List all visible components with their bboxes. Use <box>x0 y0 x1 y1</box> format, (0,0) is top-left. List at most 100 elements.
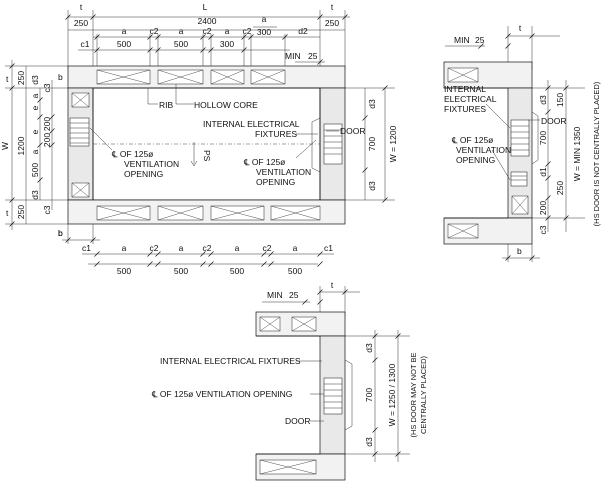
plan-b-vent-3: OPENING <box>456 155 495 165</box>
dim-c3-top: c3 <box>42 83 52 92</box>
dim-500: 500 <box>30 163 40 177</box>
dim-bottom-a-1: a <box>122 243 127 253</box>
plan-c-internal: INTERNAL ELECTRICAL FIXTURES <box>160 356 301 366</box>
dim-W: W <box>0 142 10 150</box>
plan-a-right-dimensions: d3 700 W = 1200 d3 <box>345 85 398 203</box>
plan-a-top-slab <box>67 65 346 89</box>
dim-250-top: 250 <box>16 71 26 85</box>
plan-b-vent-2: VENTILATION <box>456 145 511 155</box>
plan-b-internal-1: INTERNAL <box>444 84 486 94</box>
plan-a-vent-left <box>69 117 90 147</box>
plan-b-note: (HS DOOR IS NOT CENTRALLY PLACED) <box>592 81 601 226</box>
plan-c-W: W = 1250 / 1300 <box>387 363 397 426</box>
dim-bottom-c1-right: c1 <box>324 243 333 253</box>
plan-c-d3-bottom: d3 <box>364 437 374 447</box>
dim-a-mid: a <box>30 149 40 154</box>
plan-a-bottom-slab <box>67 199 346 225</box>
plan-b: MIN 25 t INTERNAL ELECTRICAL FIXTURES DO… <box>443 23 601 262</box>
label-vent-left-1: ℄ OF 125ø <box>111 149 153 159</box>
dim-e-2: e <box>30 129 40 134</box>
dim-t-bottom: t <box>6 208 9 218</box>
plan-c: MIN 25 t INTERNAL ELECTRICAL FIXTURES ℄ … <box>151 280 428 481</box>
dim-d3-right-top: d3 <box>367 99 377 109</box>
label-vent-left-2: VENTILATION <box>124 159 179 169</box>
plan-b-min-value: 25 <box>475 35 485 45</box>
plan-c-vent: ℄ OF 125ø VENTILATION OPENING <box>151 389 292 399</box>
plan-c-min-value: 25 <box>289 290 299 300</box>
dim-250-right: 250 <box>325 18 339 28</box>
dim-250-left: 250 <box>74 18 88 28</box>
dim-t-right: t <box>331 2 334 12</box>
dim-250-bottom: 250 <box>16 205 26 219</box>
dim-c1: c1 <box>81 39 90 49</box>
label-vent-right-3: OPENING <box>256 177 295 187</box>
dim-d2: d2 <box>298 26 308 36</box>
plan-a-left-dimensions: t 250 d3 b a c3 e 200 W 1200 e 200 a 500… <box>0 60 68 238</box>
dim-c2-3: c2 <box>243 26 252 36</box>
dim-d3-right-bottom: d3 <box>367 181 377 191</box>
dim-bottom-500-4: 500 <box>288 266 302 276</box>
dim-L: L <box>203 2 208 12</box>
dim-e-1: e <box>30 105 40 110</box>
label-door: DOOR <box>340 126 366 136</box>
plan-a-top-dimensions: t L t 250 2400 250 a c2 a c2 a c2 <box>65 2 350 70</box>
dim-a-1: a <box>122 26 127 36</box>
plan-b-internal-2: ELECTRICAL <box>444 94 497 104</box>
dim-bottom-500-1: 500 <box>117 266 131 276</box>
plan-c-min-label: MIN <box>267 290 283 300</box>
dim-700-right: 700 <box>367 137 377 151</box>
plan-b-d3: d3 <box>538 95 548 105</box>
plan-c-note-1: (HS DOOR MAY NOT BE <box>409 352 418 437</box>
plan-b-door: DOOR <box>541 116 567 126</box>
label-vent-right-1: ℄ OF 125ø <box>243 157 285 167</box>
label-hollow-core: HOLLOW CORE <box>194 100 258 110</box>
plan-b-b: b <box>517 246 522 256</box>
dim-a-small: a <box>262 14 267 24</box>
label-vent-left-3: OPENING <box>124 169 163 179</box>
plan-a-labels: RIB HOLLOW CORE INTERNAL ELECTRICAL FIXT… <box>89 84 366 187</box>
dim-t-top: t <box>6 74 9 84</box>
plan-b-t: t <box>519 23 522 33</box>
dim-W-1200: W = 1200 <box>388 125 398 162</box>
plan-c-note-2: CENTRALLY PLACED) <box>419 355 428 434</box>
label-rib: RIB <box>159 100 174 110</box>
dim-d3-top: d3 <box>30 75 40 85</box>
plan-c-700: 700 <box>364 388 374 402</box>
dim-b-top: b <box>58 72 63 82</box>
dim-500-2: 500 <box>174 39 188 49</box>
dim-bottom-c1-left: c1 <box>82 243 91 253</box>
plan-b-internal-3: FIXTURES <box>444 104 486 114</box>
plan-b-200: 200 <box>538 201 548 215</box>
dim-min-value: 25 <box>308 51 318 61</box>
dim-c2-1: c2 <box>150 26 159 36</box>
plan-b-c3: c3 <box>538 225 548 234</box>
plan-a-door <box>311 117 343 173</box>
plan-b-min-label: MIN <box>454 35 470 45</box>
dim-2400: 2400 <box>198 16 217 26</box>
dim-bottom-a-2: a <box>179 243 184 253</box>
plan-b-250: 250 <box>555 181 565 195</box>
dim-bottom-a-3: a <box>235 243 240 253</box>
label-ps: PS <box>202 150 212 162</box>
plan-b-150: 150 <box>555 93 565 107</box>
dim-c2-2: c2 <box>203 26 212 36</box>
plan-b-700: 700 <box>538 131 548 145</box>
dim-a-2: a <box>179 26 184 36</box>
dim-bottom-500-3: 500 <box>230 266 244 276</box>
dim-bottom-c2-2: c2 <box>203 243 212 253</box>
plan-b-W-min: W = MIN 1350 <box>572 126 582 181</box>
plan-c-door: DOOR <box>285 416 311 426</box>
dim-300: 300 <box>220 39 234 49</box>
dim-bottom-a-4: a <box>293 243 298 253</box>
dim-d3-bottom: d3 <box>30 190 40 200</box>
label-fixtures: FIXTURES <box>255 129 297 139</box>
dim-bottom-b: b <box>58 228 63 238</box>
plan-b-vent-1: ℄ OF 125ø <box>451 135 493 145</box>
dim-300-b: 300 <box>257 27 271 37</box>
dim-bottom-500-2: 500 <box>174 266 188 276</box>
dim-c3-bottom: c3 <box>42 205 52 214</box>
label-internal-electrical: INTERNAL ELECTRICAL <box>203 119 300 129</box>
dim-1200: 1200 <box>16 136 26 155</box>
dim-200-2: 200 <box>42 133 52 147</box>
